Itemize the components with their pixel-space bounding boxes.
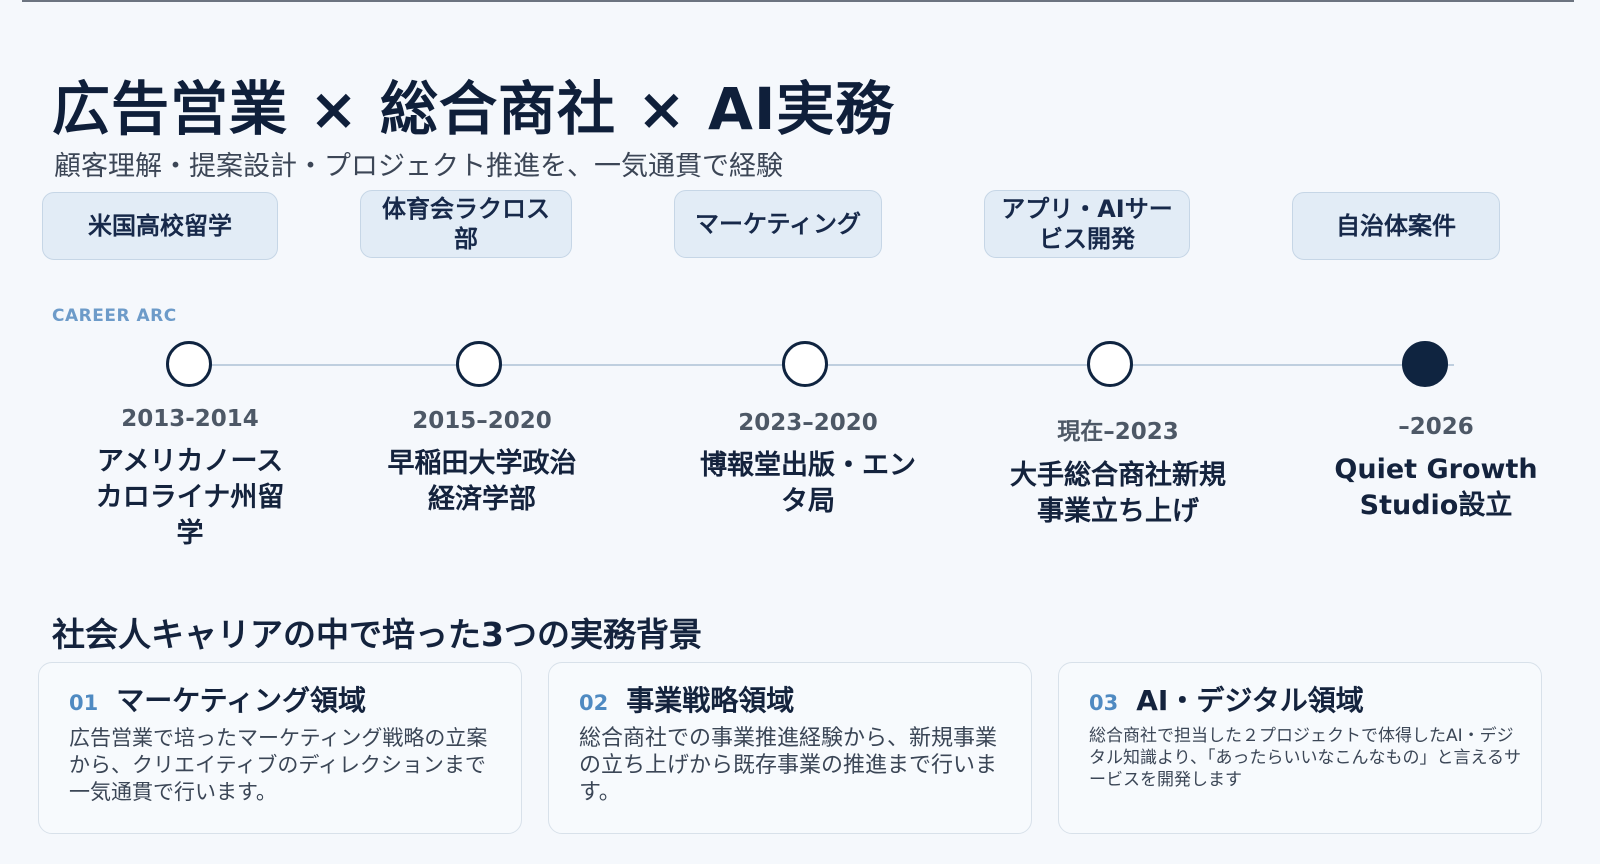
chip-app-ai: アプリ・AIサービス開発 bbox=[984, 190, 1190, 258]
chip-lacrosse: 体育会ラクロス部 bbox=[360, 190, 572, 258]
timeline-date: –2026 bbox=[1398, 414, 1474, 440]
card-marketing: 01 マーケティング領域 広告営業で培ったマーケティング戦略の立案から、クリエイ… bbox=[38, 662, 522, 834]
timeline-node bbox=[456, 341, 502, 387]
chip-label: アプリ・AIサービス開発 bbox=[1001, 195, 1173, 253]
chip-label: 体育会ラクロス部 bbox=[382, 195, 550, 253]
timeline-item-2013: 2013-2014 アメリカノースカロライナ州留学 bbox=[50, 406, 330, 552]
timeline-item-studio: –2026 Quiet Growth Studio設立 bbox=[1296, 414, 1576, 524]
top-divider bbox=[22, 0, 1574, 2]
chip-label: マーケティング bbox=[694, 210, 862, 238]
section-heading: 社会人キャリアの中で培った3つの実務背景 bbox=[52, 615, 702, 654]
timeline-desc: Quiet Growth Studio設立 bbox=[1334, 454, 1538, 521]
page-subtitle: 顧客理解・提案設計・プロジェクト推進を、一気通貫で経験 bbox=[54, 151, 783, 182]
timeline-desc: アメリカノースカロライナ州留学 bbox=[95, 446, 285, 549]
timeline-desc: 早稲田大学政治経済学部 bbox=[387, 448, 577, 515]
card-number: 01 bbox=[69, 691, 99, 715]
card-title: 事業戦略領域 bbox=[626, 684, 795, 717]
timeline-date: 2015–2020 bbox=[412, 408, 552, 434]
chip-us-high-school: 米国高校留学 bbox=[42, 192, 278, 260]
chip-municipality: 自治体案件 bbox=[1292, 192, 1500, 260]
card-body: 総合商社での事業推進経験から、新規事業の立ち上げから既存事業の推進まで行います。 bbox=[579, 726, 998, 805]
card-number: 02 bbox=[579, 691, 609, 715]
chip-label: 米国高校留学 bbox=[88, 212, 232, 240]
card-number: 03 bbox=[1089, 691, 1119, 715]
timeline-node bbox=[166, 341, 212, 387]
timeline-item-trading: 現在–2023 大手総合商社新規事業立ち上げ bbox=[978, 412, 1258, 530]
card-title: マーケティング領域 bbox=[116, 684, 366, 717]
card-body: 広告営業で培ったマーケティング戦略の立案から、クリエイティブのディレクションまで… bbox=[69, 726, 488, 804]
card-body: 総合商社で担当した２プロジェクトで体得したAI・デジタル知識より、「あったらいい… bbox=[1089, 726, 1521, 790]
timeline-node bbox=[782, 341, 828, 387]
timeline-item-2015: 2015–2020 早稲田大学政治経済学部 bbox=[342, 408, 622, 518]
timeline-item-hakuhodo: 2023–2020 博報堂出版・エンタ局 bbox=[668, 410, 948, 520]
timeline-date: 現在–2023 bbox=[1057, 419, 1179, 445]
card-ai-digital: 03 AI・デジタル領域 総合商社で担当した２プロジェクトで体得したAI・デジタ… bbox=[1058, 662, 1542, 834]
timeline-date: 2013-2014 bbox=[121, 406, 259, 432]
card-strategy: 02 事業戦略領域 総合商社での事業推進経験から、新規事業の立ち上げから既存事業… bbox=[548, 662, 1032, 834]
page-title: 広告営業 × 総合商社 × AI実務 bbox=[52, 75, 895, 143]
timeline-desc: 博報堂出版・エンタ局 bbox=[700, 450, 916, 517]
chip-marketing: マーケティング bbox=[674, 190, 882, 258]
chip-label: 自治体案件 bbox=[1336, 212, 1456, 240]
timeline-desc: 大手総合商社新規事業立ち上げ bbox=[1010, 460, 1226, 527]
timeline-node bbox=[1087, 341, 1133, 387]
career-arc-label: CAREER ARC bbox=[52, 306, 177, 326]
timeline-node-current bbox=[1402, 341, 1448, 387]
timeline-date: 2023–2020 bbox=[738, 410, 878, 436]
card-title: AI・デジタル領域 bbox=[1136, 684, 1364, 717]
